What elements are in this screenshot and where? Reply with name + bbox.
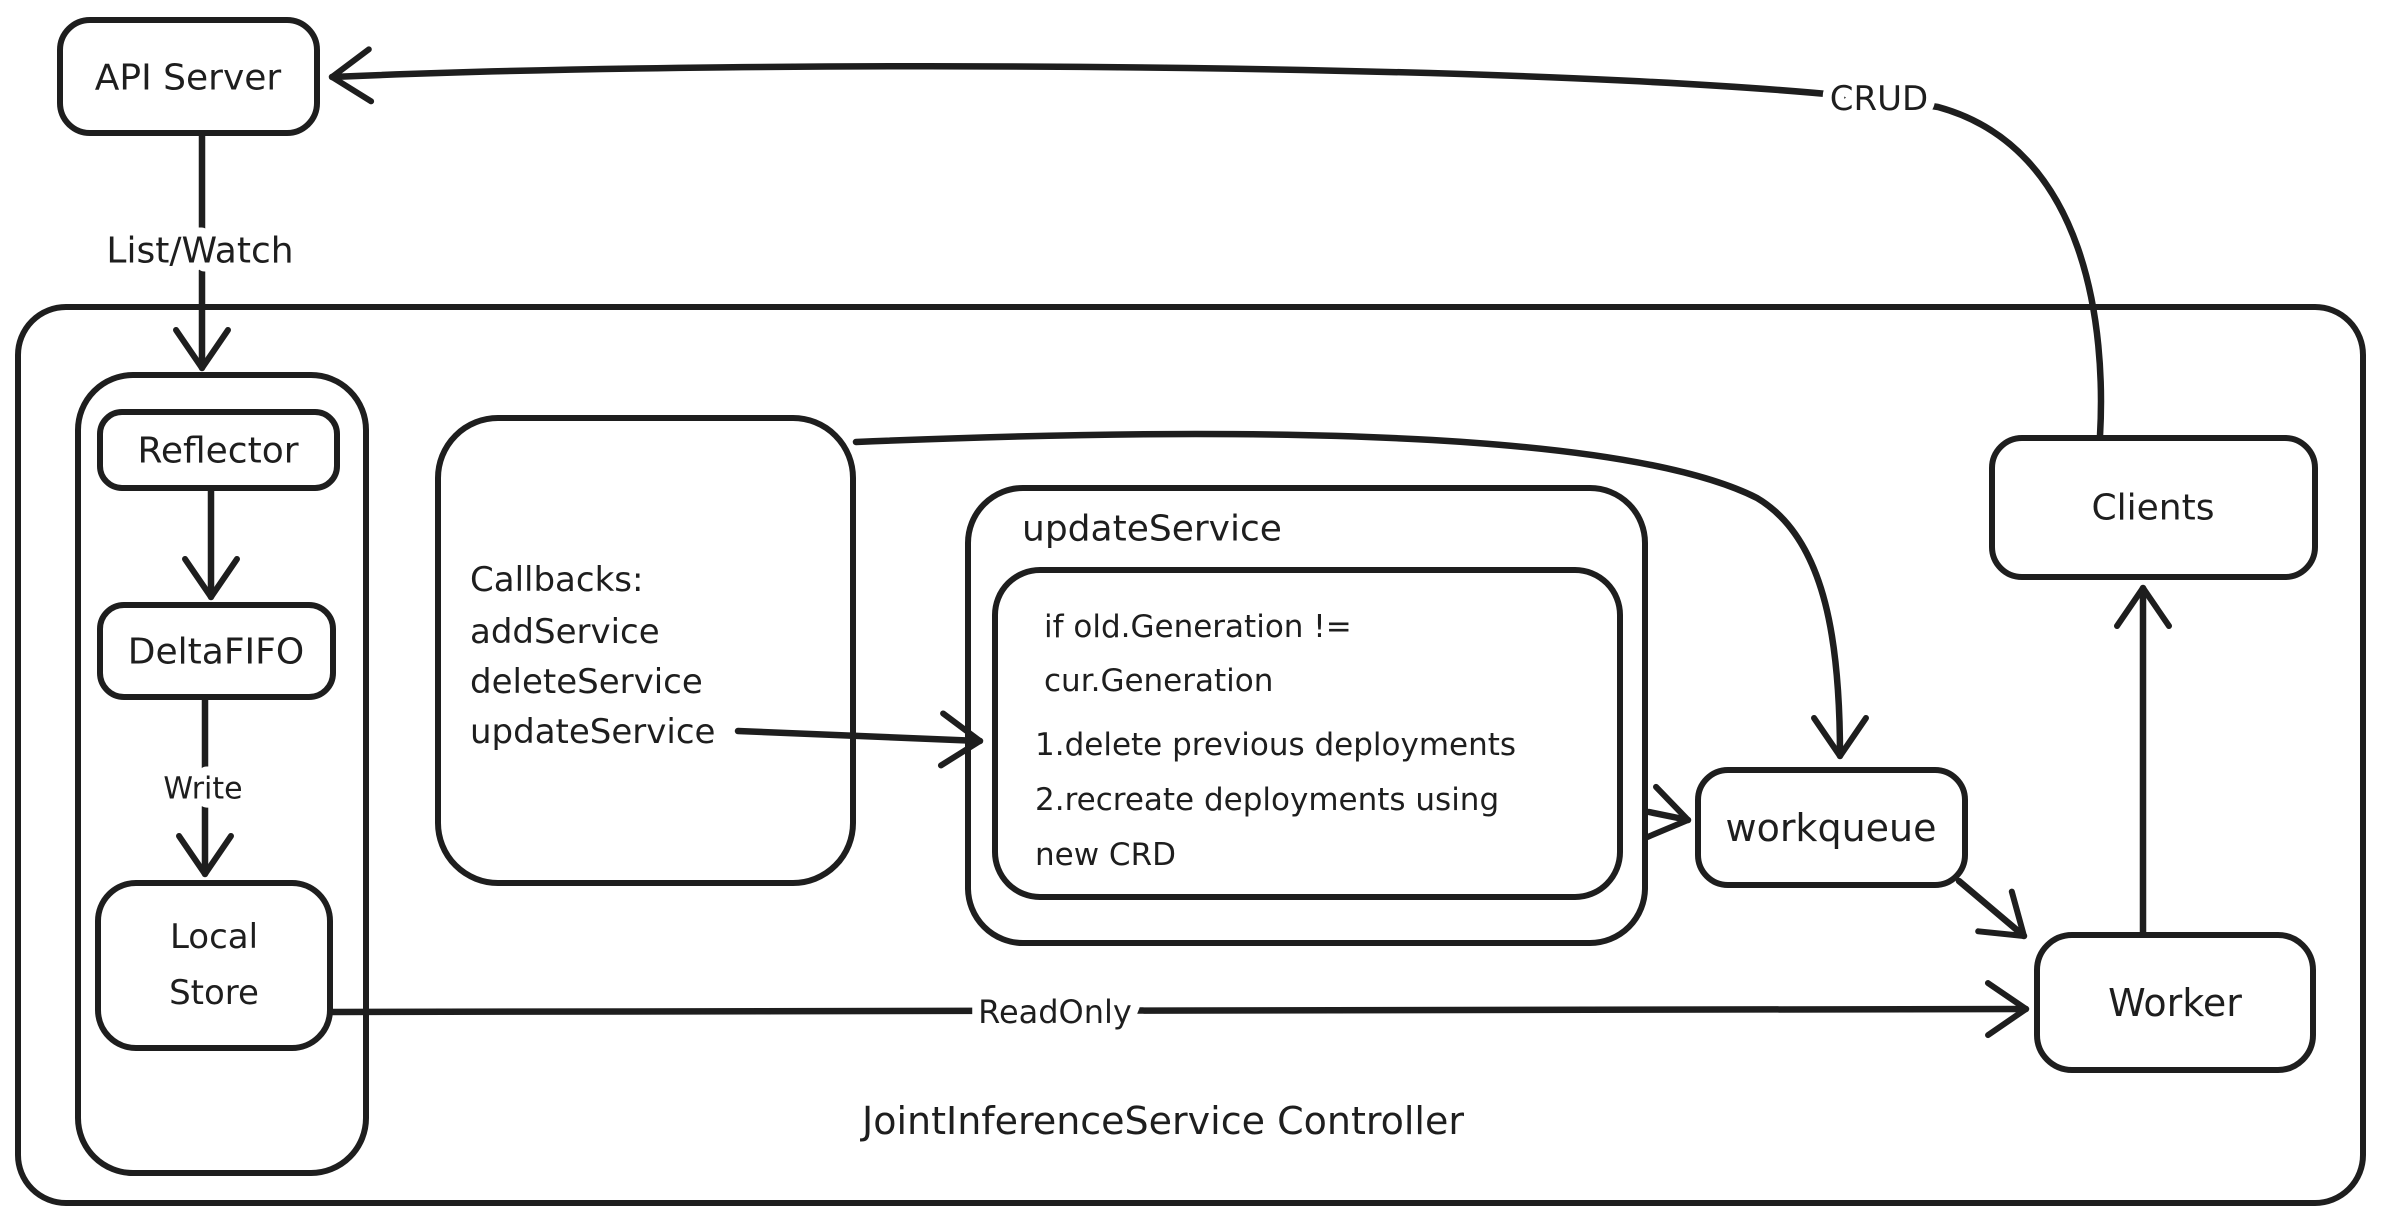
controller-boundary-box (15, 304, 2366, 1206)
workqueue-to-worker-edge (1955, 877, 2028, 940)
list-watch-edge-label: List/Watch (106, 231, 293, 272)
update-service-logic-line5: new CRD (1035, 837, 1176, 873)
update-service-logic-line1: if old.Generation != (1044, 609, 1352, 645)
callbacks-update-service: updateService (470, 712, 715, 752)
readonly-edge-localstore-to-worker (327, 980, 2030, 1039)
write-edge-label: Write (163, 772, 242, 807)
api-server-node (57, 17, 320, 136)
callbacks-delete-service: deleteService (470, 662, 703, 702)
informer-group-box (75, 372, 369, 1176)
crud-edge-label: CRUD (1830, 79, 1928, 119)
local-store-label-line1: Local (170, 917, 258, 957)
callbacks-title: Callbacks: (470, 560, 643, 600)
worker-label: Worker (2108, 981, 2242, 1025)
local-store-node (95, 880, 333, 1051)
api-server-label: API Server (95, 58, 282, 99)
clients-node (1989, 435, 2318, 580)
workqueue-node (1695, 767, 1968, 888)
reflector-label: Reflector (137, 431, 298, 472)
callbacks-add-service: addService (470, 612, 660, 652)
update-service-logic-line3: 1.delete previous deployments (1035, 727, 1516, 763)
crud-edge-clients-to-api-server (328, 46, 2105, 440)
diagram-title: JointInferenceService Controller (860, 1099, 1464, 1143)
update-service-logic-box (992, 567, 1623, 900)
reflector-node (97, 409, 340, 491)
updateservice-callback-to-logic-edge (734, 710, 984, 769)
delta-fifo-label: DeltaFIFO (128, 632, 304, 673)
clients-label: Clients (2092, 488, 2215, 529)
workqueue-label: workqueue (1725, 806, 1936, 850)
worker-node (2034, 932, 2316, 1073)
callbacks-to-workqueue-edge (852, 430, 1869, 760)
readonly-edge-label: ReadOnly (978, 993, 1132, 1031)
update-service-logic-line2: cur.Generation (1044, 663, 1273, 699)
callbacks-box (435, 415, 856, 886)
local-store-label-line2: Store (169, 973, 259, 1013)
update-service-title: updateService (1022, 509, 1282, 550)
updateservice-box-to-workqueue-edge (1642, 783, 1692, 841)
delta-fifo-node (97, 602, 336, 700)
update-service-logic-line4: 2.recreate deployments using (1035, 782, 1499, 818)
